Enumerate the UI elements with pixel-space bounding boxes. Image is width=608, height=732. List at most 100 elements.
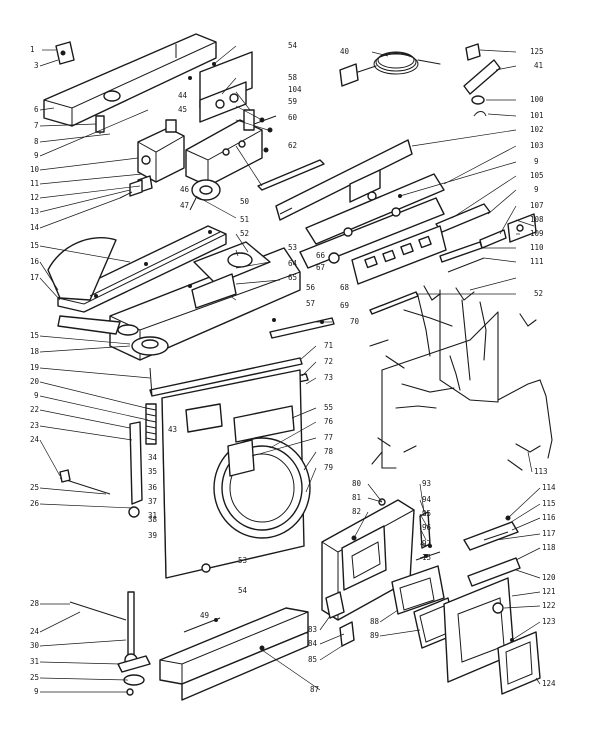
- callout-c88: 88: [370, 617, 380, 626]
- callout-c85: 85: [308, 655, 317, 664]
- callout-c120: 120: [542, 573, 556, 582]
- callout-c105: 105: [530, 171, 544, 180]
- callout-c70: 70: [350, 317, 360, 326]
- callout-c7: 7: [34, 121, 39, 130]
- callout-c24b: 24: [30, 627, 40, 636]
- callout-c107: 107: [530, 201, 544, 210]
- callout-c13: 13: [30, 207, 39, 216]
- part-small-hardware: [243, 109, 277, 153]
- callout-c51: 51: [240, 215, 249, 224]
- callout-c1: 1: [30, 45, 35, 54]
- callout-c58: 58: [288, 73, 298, 82]
- callout-c87: 87: [310, 685, 319, 694]
- part-front-panel: [161, 369, 311, 579]
- callout-c100: 100: [530, 95, 544, 104]
- callout-c83: 83: [308, 625, 317, 634]
- part-control-housing: [43, 33, 217, 134]
- callout-c123: 123: [542, 617, 556, 626]
- callout-c62: 62: [288, 141, 297, 150]
- callout-c9a: 9: [34, 151, 39, 160]
- callout-c81: 81: [352, 493, 361, 502]
- callout-c50: 50: [240, 197, 250, 206]
- callout-c60: 60: [288, 113, 298, 122]
- callout-c54: 54: [288, 41, 298, 50]
- callout-c28: 28: [30, 599, 40, 608]
- callout-c31: 31: [30, 657, 39, 666]
- part-wiring-harness: [369, 285, 553, 471]
- callout-c37: 37: [148, 497, 157, 506]
- callout-c55: 55: [324, 403, 333, 412]
- callout-c15c: 15: [422, 553, 431, 562]
- callout-c113: 113: [534, 467, 548, 476]
- callout-c25a: 25: [30, 483, 39, 492]
- callout-c64: 64: [288, 259, 298, 268]
- callout-c109: 109: [530, 229, 544, 238]
- callout-c25b: 25: [30, 673, 39, 682]
- callout-c57: 57: [306, 299, 315, 308]
- callout-c44: 44: [178, 91, 188, 100]
- part-connector: [119, 179, 143, 199]
- callout-c18: 18: [30, 347, 40, 356]
- callout-c26a: 26: [30, 499, 40, 508]
- callout-c23: 23: [30, 421, 39, 430]
- callout-c34: 34: [148, 453, 158, 462]
- leader-lines: [39, 45, 541, 693]
- callout-c38: 38: [148, 515, 158, 524]
- callout-c9e: 9: [534, 185, 539, 194]
- part-door-frame: [321, 498, 415, 647]
- callout-c56: 56: [306, 283, 316, 292]
- callout-c78: 78: [324, 447, 334, 456]
- callout-c9c: 9: [34, 687, 39, 696]
- part-motor-small: [189, 179, 221, 211]
- callout-c124: 124: [542, 679, 556, 688]
- callout-c121: 121: [542, 587, 556, 596]
- part-outer-door: [443, 515, 541, 695]
- callout-c39: 39: [148, 531, 157, 540]
- parts-artwork: [43, 33, 553, 701]
- callout-c43: 43: [168, 425, 177, 434]
- callout-c8: 8: [34, 137, 39, 146]
- part-latch: [57, 315, 169, 356]
- callout-c73: 73: [324, 373, 333, 382]
- callout-c54b: 54: [238, 586, 248, 595]
- callout-c115: 115: [542, 499, 556, 508]
- callout-c47: 47: [180, 201, 189, 210]
- callout-c76: 76: [324, 417, 334, 426]
- part-switch-assembly: [137, 119, 185, 193]
- callout-c9d: 9: [534, 157, 539, 166]
- callout-labels: 1 3 6 7 8 9 10 11 12 13 14 15 16 17 15 1…: [30, 41, 556, 696]
- part-power-cord: [339, 51, 441, 87]
- callout-c125: 125: [530, 47, 544, 56]
- callout-c46: 46: [180, 185, 190, 194]
- callout-c79: 79: [324, 463, 333, 472]
- callout-c41: 41: [534, 61, 543, 70]
- callout-c12: 12: [30, 193, 39, 202]
- callout-c66: 66: [316, 251, 326, 260]
- part-top-rail: [257, 139, 413, 221]
- callout-c31b: 31: [148, 511, 157, 520]
- callout-c102: 102: [530, 125, 544, 134]
- callout-c53: 53: [288, 243, 297, 252]
- callout-c116: 116: [542, 513, 556, 522]
- callout-c97: 97: [422, 539, 431, 548]
- callout-c89: 89: [370, 631, 379, 640]
- callout-c95: 95: [422, 509, 431, 518]
- callout-c20: 20: [30, 377, 40, 386]
- callout-c52b: 52: [534, 289, 543, 298]
- callout-c68: 68: [340, 283, 350, 292]
- callout-c118: 118: [542, 543, 556, 552]
- callout-c36: 36: [148, 483, 158, 492]
- callout-c117: 117: [542, 529, 556, 538]
- part-top-cover: [47, 225, 227, 313]
- part-console-back: [299, 173, 491, 269]
- callout-c17: 17: [30, 273, 39, 282]
- part-bracket-small: [55, 41, 75, 65]
- callout-c69: 69: [340, 301, 349, 310]
- callout-c111: 111: [530, 257, 544, 266]
- callout-c65: 65: [288, 273, 297, 282]
- part-right-components: [439, 213, 537, 273]
- callout-c80: 80: [352, 479, 362, 488]
- callout-c15a: 15: [30, 241, 39, 250]
